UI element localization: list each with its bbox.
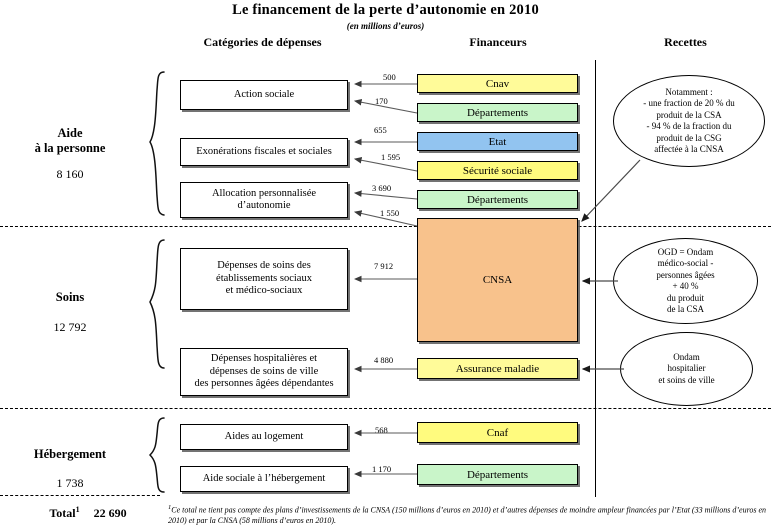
total-row: Total1 22 690 bbox=[18, 505, 158, 521]
expense-label: Action sociale bbox=[233, 88, 295, 100]
financeur-box-securite-sociale[interactable]: Sécurité sociale bbox=[417, 161, 578, 180]
expense-box-exonerations[interactable]: Exonérations fiscales et sociales bbox=[180, 138, 348, 166]
brace-hebergement bbox=[148, 417, 165, 493]
financeur-box-cnav[interactable]: Cnav bbox=[417, 74, 578, 93]
section-separator-1 bbox=[0, 226, 771, 227]
financeur-label: Sécurité sociale bbox=[462, 164, 533, 177]
section-label-aide-line2: à la personne bbox=[34, 141, 106, 155]
section-separator-3 bbox=[0, 495, 160, 496]
footnote-text: Ce total ne tient pas compte des plans d… bbox=[168, 505, 767, 525]
total-footnote-marker: 1 bbox=[75, 505, 80, 514]
flow-value-cnsa-apa: 1 550 bbox=[380, 208, 400, 218]
column-header-financeurs: Financeurs bbox=[469, 35, 527, 49]
flow-value-etat-exonerations: 655 bbox=[374, 125, 387, 135]
section-separator-2 bbox=[0, 408, 771, 409]
financeur-box-departements-2[interactable]: Départements bbox=[417, 190, 578, 209]
flow-value-cnaf-logement: 568 bbox=[375, 425, 388, 435]
section-label-soins: Soins bbox=[0, 290, 140, 305]
flow-value-departements-hebergement: 1 170 bbox=[372, 464, 392, 474]
section-label-hebergement: Hébergement bbox=[0, 447, 140, 462]
footnote-marker: 1 bbox=[168, 504, 172, 511]
financeur-box-cnaf[interactable]: Cnaf bbox=[417, 422, 578, 443]
section-amount-hebergement: 1 738 bbox=[56, 476, 84, 490]
brace-aide bbox=[149, 71, 165, 216]
section-label-aide: Aide à la personne bbox=[0, 126, 140, 156]
financeur-label: Départements bbox=[466, 106, 529, 119]
financeur-box-cnsa[interactable]: CNSA bbox=[417, 218, 578, 342]
section-label-aide-line1: Aide bbox=[57, 126, 83, 140]
financeur-box-assurance-maladie[interactable]: Assurance maladie bbox=[417, 358, 578, 379]
flow-value-assurance-maladie-hospitalieres: 4 880 bbox=[374, 355, 394, 365]
column-header-depenses: Catégories de dépenses bbox=[203, 35, 322, 49]
section-amount-aide: 8 160 bbox=[56, 167, 84, 181]
expense-label: Aide sociale à l’hébergement bbox=[202, 472, 326, 484]
column-header-recettes: Recettes bbox=[664, 35, 707, 49]
financeurs-recettes-divider bbox=[595, 60, 596, 497]
flow-value-secu-exonerations: 1 595 bbox=[381, 152, 401, 162]
expense-box-action-sociale[interactable]: Action sociale bbox=[180, 80, 348, 110]
expense-box-aides-logement[interactable]: Aides au logement bbox=[180, 424, 348, 450]
arrow-departements-apa bbox=[353, 190, 418, 200]
total-amount: 22 690 bbox=[93, 506, 127, 520]
total-label: Total bbox=[49, 506, 76, 520]
financeur-label: Cnav bbox=[485, 77, 510, 90]
flow-value-cnsa-soins-etablissements: 7 912 bbox=[374, 261, 394, 271]
financeur-label: Cnaf bbox=[486, 426, 509, 439]
page-title: Le financement de la perte d’autonomie e… bbox=[232, 2, 539, 18]
financeur-label: Etat bbox=[488, 135, 507, 148]
expense-box-aide-sociale-hebergement[interactable]: Aide sociale à l’hébergement bbox=[180, 466, 348, 492]
financeur-box-etat[interactable]: Etat bbox=[417, 132, 578, 151]
brace-soins bbox=[149, 239, 165, 369]
footnote: 1Ce total ne tient pas compte des plans … bbox=[168, 503, 768, 526]
section-label-soins-line1: Soins bbox=[55, 290, 85, 304]
section-label-hebergement-line1: Hébergement bbox=[33, 447, 107, 461]
financeur-box-departements-1[interactable]: Départements bbox=[417, 103, 578, 122]
flow-value-cnav-action-sociale: 500 bbox=[383, 72, 396, 82]
section-amount-soins: 12 792 bbox=[53, 320, 87, 334]
financeur-label: Départements bbox=[466, 468, 529, 481]
arrow-recette-csa-csg-to-cnsa bbox=[581, 159, 641, 222]
page-subtitle: (en millions d’euros) bbox=[346, 21, 425, 31]
financeur-box-departements-3[interactable]: Départements bbox=[417, 464, 578, 485]
expense-label: Aides au logement bbox=[224, 430, 304, 442]
flow-value-departements-action-sociale: 170 bbox=[375, 96, 388, 106]
financeur-label: Départements bbox=[466, 193, 529, 206]
flow-value-departements-apa: 3 690 bbox=[372, 183, 392, 193]
financeur-label: CNSA bbox=[482, 274, 513, 286]
financeur-label: Assurance maladie bbox=[455, 362, 540, 375]
expense-label: Exonérations fiscales et sociales bbox=[196, 145, 332, 157]
